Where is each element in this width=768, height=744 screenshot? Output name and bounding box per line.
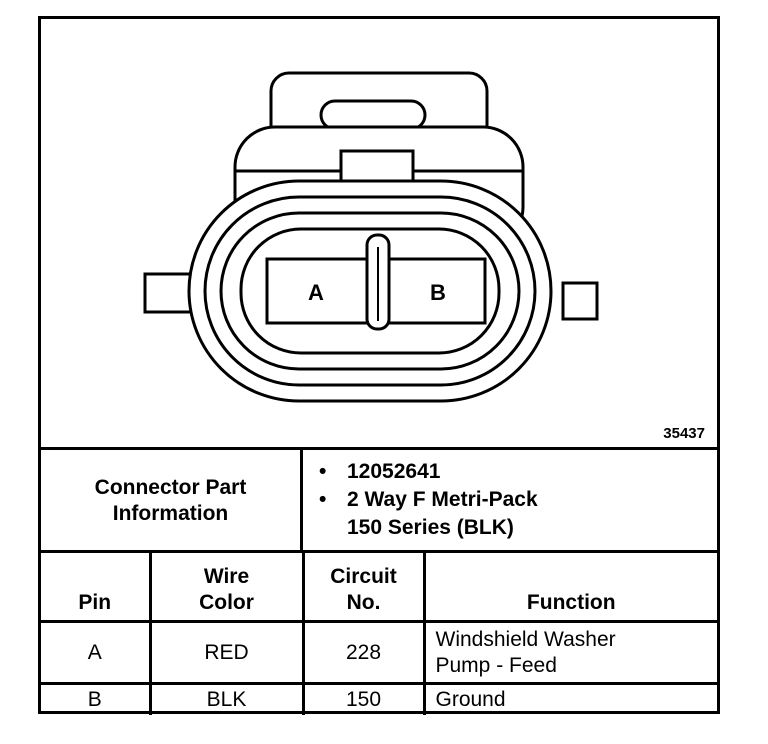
table-row: B BLK 150 Ground (41, 682, 717, 715)
connector-info-label: Connector Part Information (41, 450, 303, 551)
figure-number: 35437 (663, 425, 705, 442)
left-ear (143, 272, 197, 314)
cell-wire-color: BLK (148, 682, 305, 715)
connector-diagram-frame: A B 35437 Connector Part Information 120… (38, 16, 720, 715)
connector-drawing: A B (143, 71, 599, 403)
connector-type-line2: 150 Series (BLK) (347, 516, 514, 539)
pin-label-a: A (308, 280, 324, 305)
connector-type-line1: 2 Way F Metri-Pack (347, 488, 538, 511)
cell-circuit: 228 (301, 620, 426, 685)
connector-info-row: Connector Part Information 12052641 2 Wa… (41, 447, 717, 551)
cell-function: Ground (422, 682, 717, 715)
cell-wire-color: RED (148, 620, 305, 685)
pin-label-b: B (430, 280, 446, 305)
cell-circuit: 150 (301, 682, 426, 715)
header-function: Function (422, 550, 717, 623)
right-ear (561, 281, 599, 321)
cell-pin: B (41, 682, 152, 715)
connector-info-list: 12052641 2 Way F Metri-Pack 150 Series (… (303, 450, 717, 551)
connector-info-label-line2: Information (112, 501, 229, 525)
locking-tab-slot (319, 99, 427, 131)
connector-info-label-line1: Connector Part (94, 475, 247, 499)
part-number: 12052641 (319, 458, 717, 486)
header-pin: Pin (41, 550, 152, 623)
cell-pin: A (41, 620, 152, 685)
connector-type: 2 Way F Metri-Pack 150 Series (BLK) (319, 486, 717, 542)
